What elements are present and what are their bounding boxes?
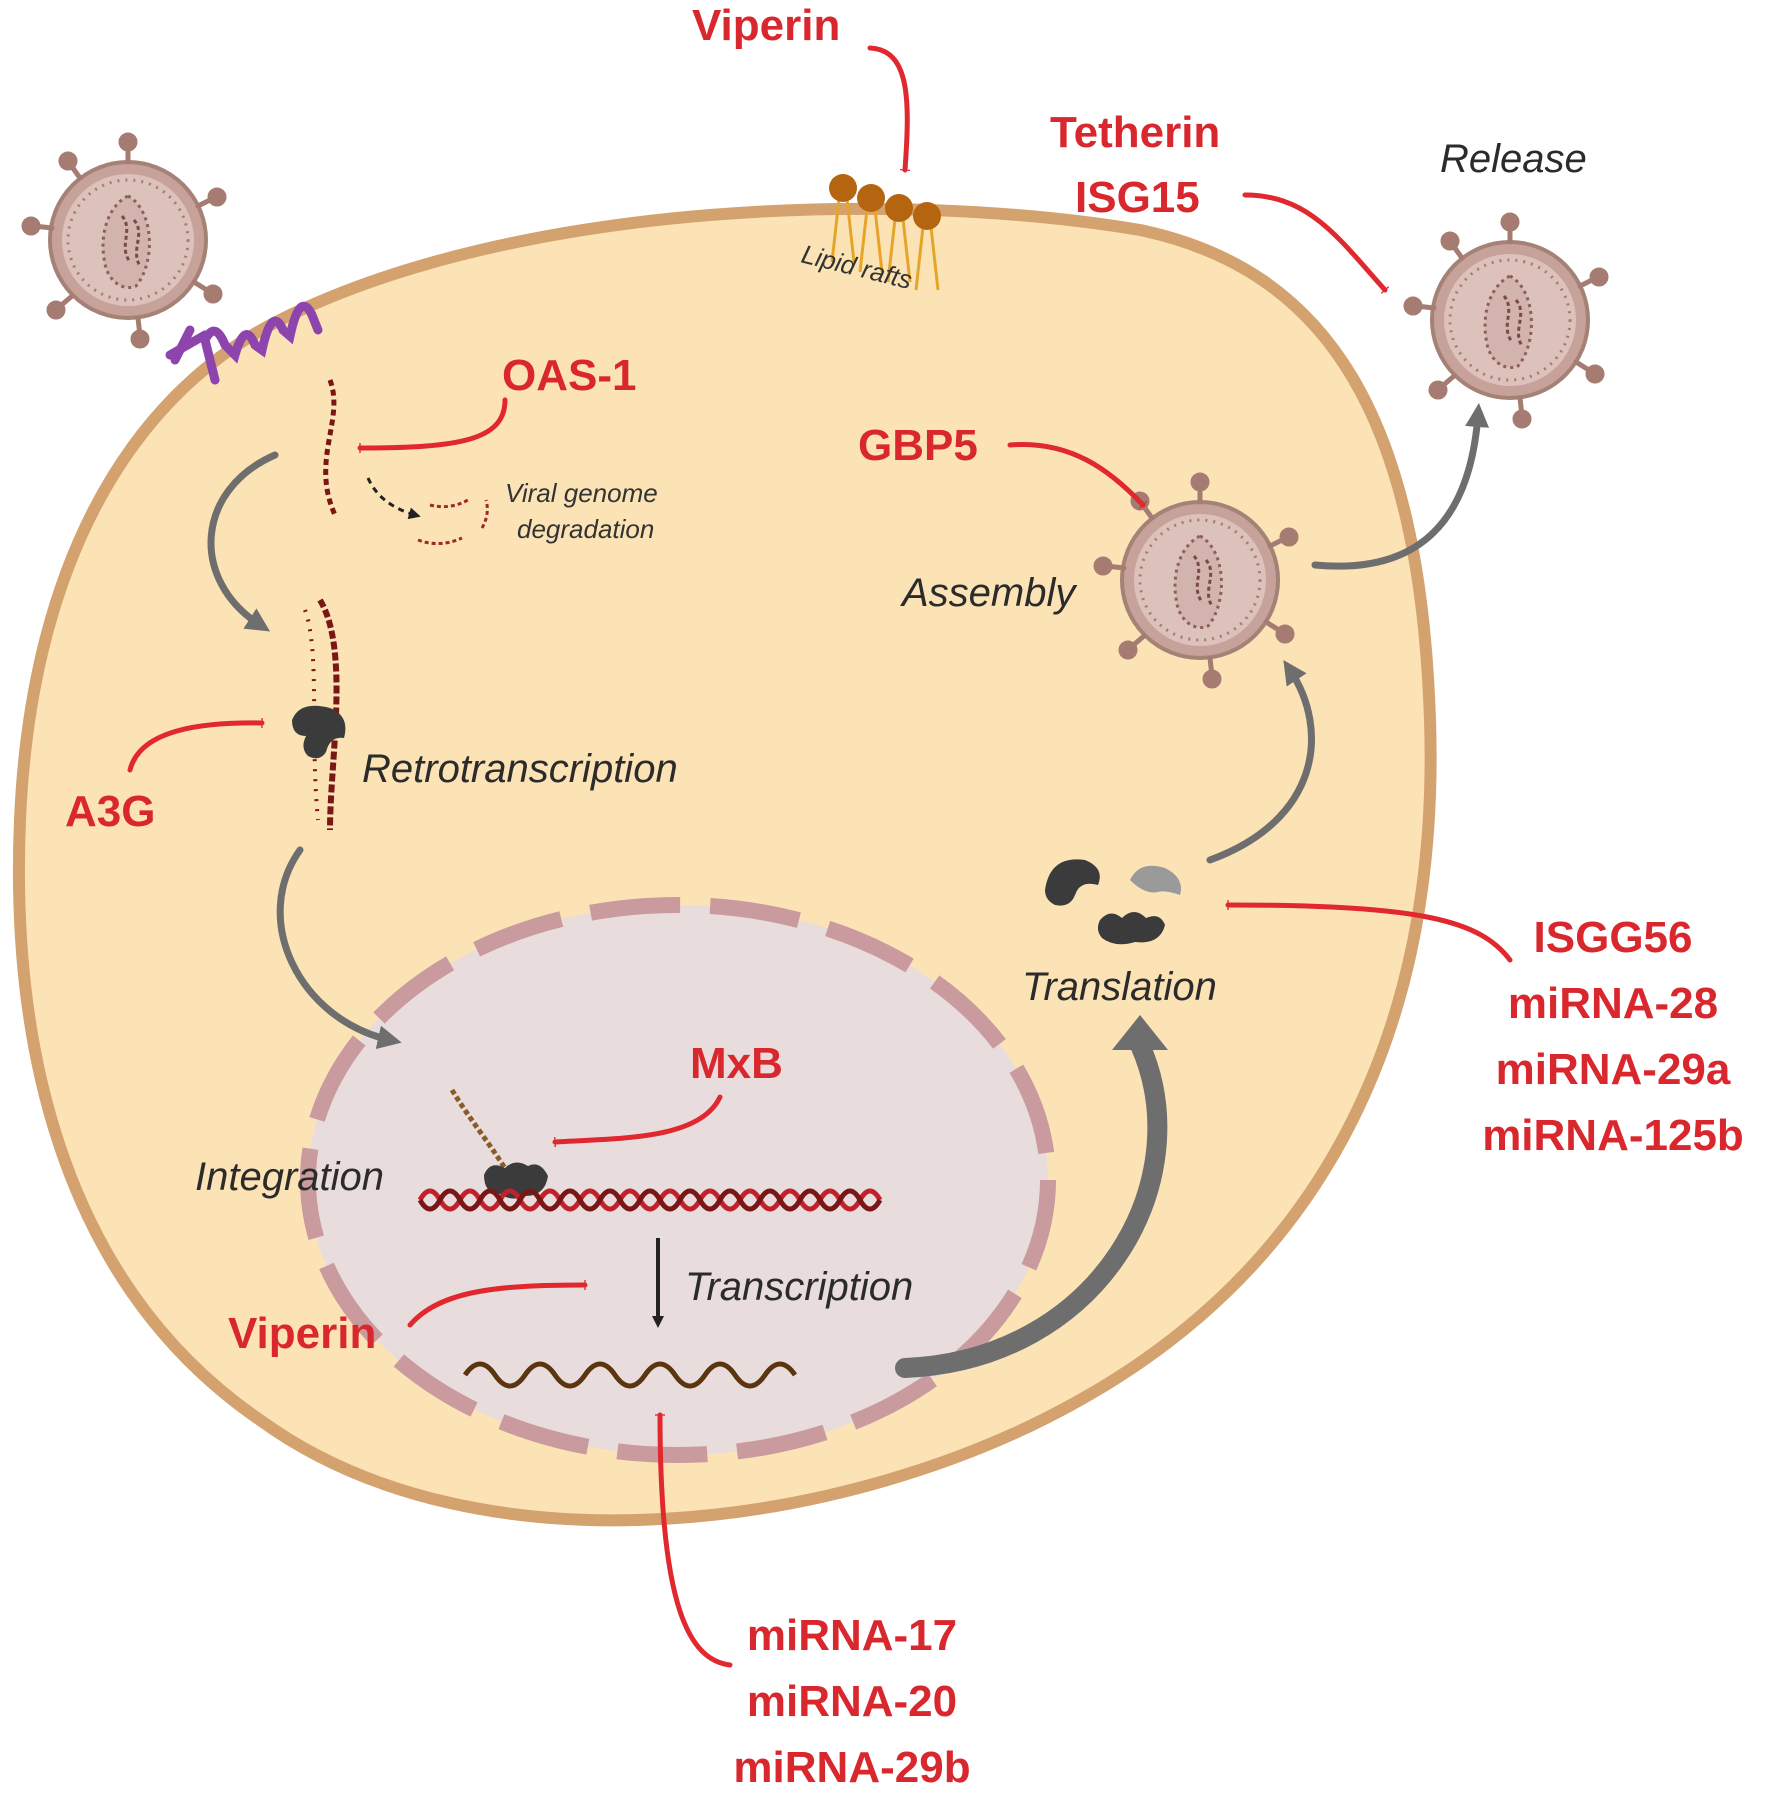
tetherin-label: Tetherin (1050, 108, 1220, 157)
gbp5-label: GBP5 (858, 421, 978, 470)
translation-inhibitor-1: miRNA-28 (1508, 979, 1718, 1028)
viral-genome-label-1: Viral genome (505, 478, 658, 508)
receptor-icon (165, 301, 323, 385)
translation-group-inhibit-line (1225, 899, 1513, 963)
viral-genome-label-2: degradation (517, 514, 654, 544)
transcription-inhibitor-0: miRNA-17 (747, 1611, 957, 1660)
translation-label: Translation (1022, 965, 1217, 1009)
entering-virion-icon (24, 135, 224, 346)
transcription-group-inhibit-line (654, 1412, 733, 1668)
viperin-top-label: Viperin (692, 1, 840, 50)
viral-mrna (462, 1361, 798, 1389)
tetherin-inhibit-line (1242, 192, 1390, 294)
mxb-label: MxB (690, 1039, 783, 1088)
translation-inhibitor-3: miRNA-125b (1482, 1111, 1744, 1160)
release-label: Release (1440, 137, 1587, 181)
oas1-inhibit-line (357, 397, 508, 454)
transcription-inhibitor-2: miRNA-29b (733, 1743, 970, 1792)
rt-dna-strand (317, 598, 340, 831)
isg15-label: ISG15 (1075, 173, 1200, 222)
lipid-rafts-icon (829, 174, 941, 291)
nucleus (300, 897, 1056, 1463)
transcription-inhibitor-1: miRNA-20 (747, 1677, 957, 1726)
integration-label: Integration (195, 1155, 384, 1199)
host-dna-helix (417, 1188, 883, 1212)
a3g-label: A3G (65, 787, 155, 836)
transcription-inhibitor-group: miRNA-17 miRNA-20 miRNA-29b (733, 1611, 970, 1792)
viperin-nuc-inhibit-line (407, 1279, 588, 1328)
translation-inhibitor-0: ISGG56 (1534, 913, 1693, 962)
gbp5-inhibit-line (1007, 441, 1148, 509)
assembly-label: Assembly (900, 571, 1078, 615)
viperin-top-inhibit-line (867, 45, 911, 173)
retrotranscription-label: Retrotranscription (362, 747, 678, 791)
viperin-nuc-label: Viperin (228, 1309, 376, 1358)
mxb-inhibit-line (552, 1094, 723, 1148)
released-virion-icon (1406, 215, 1606, 426)
translation-inhibitor-group: ISGG56 miRNA-28 miRNA-29a miRNA-125b (1482, 913, 1744, 1160)
transcription-label: Transcription (685, 1265, 913, 1309)
a3g-inhibit-line (127, 717, 265, 773)
viral-rna-strand (323, 379, 338, 517)
oas1-label: OAS-1 (502, 351, 636, 400)
translation-inhibitor-2: miRNA-29a (1496, 1045, 1731, 1094)
reverse-transcriptase-icon (292, 705, 346, 759)
ribosome-proteins-icon (1045, 859, 1181, 945)
degraded-genome-icon (417, 498, 489, 545)
export-arrow (895, 1035, 1168, 1378)
